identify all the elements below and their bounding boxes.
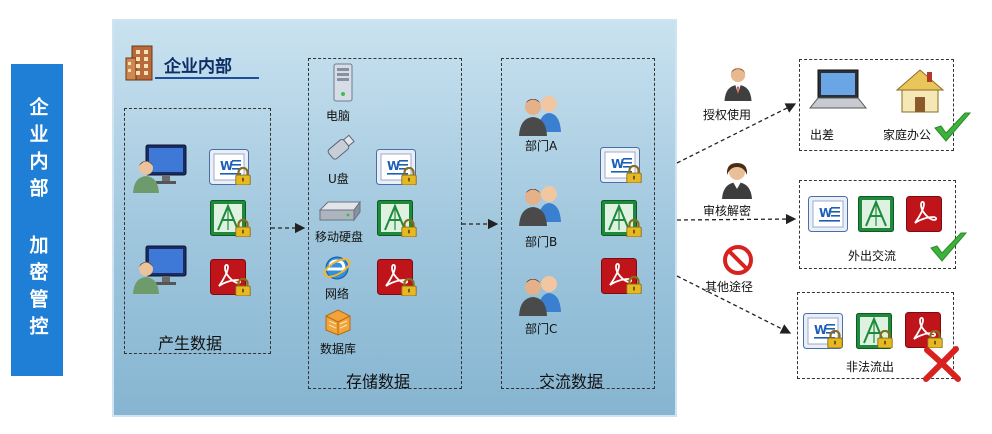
building-icon [125, 45, 153, 81]
department-label: 部门B [525, 235, 558, 249]
output-label: 出差 [810, 128, 835, 142]
forbidden-icon [723, 245, 753, 275]
check-icon [932, 110, 972, 144]
audit-output-box [799, 180, 956, 269]
manager-person-icon [720, 64, 756, 102]
house-icon [895, 69, 945, 113]
output-label: 非法流出 [846, 360, 895, 374]
store-item-label: 电脑 [326, 109, 351, 123]
hard-drive-icon [318, 200, 361, 222]
lock-icon [876, 330, 894, 348]
output-label: 外出交流 [848, 249, 897, 263]
database-icon [325, 309, 351, 336]
laptop-icon [808, 69, 868, 109]
cross-icon [922, 346, 962, 382]
exchange-data-box [501, 58, 655, 389]
word-doc-icon [808, 196, 848, 232]
route-label: 其他途径 [705, 280, 754, 294]
store-item-label: U盘 [328, 172, 349, 186]
sidebar-title: 企业内部 加密管控 [26, 97, 49, 343]
output-label: 家庭办公 [883, 128, 932, 142]
department-label: 部门A [525, 139, 558, 153]
store-data-box [308, 58, 462, 389]
store-item-label: 移动硬盘 [315, 230, 364, 244]
route-label: 授权使用 [703, 108, 752, 122]
store-item-label: 网络 [325, 287, 350, 301]
authorized-output-box [799, 59, 954, 151]
pdf-doc-icon [906, 196, 942, 232]
title-underline [155, 77, 259, 79]
usb-drive-icon [327, 134, 355, 160]
illegal-output-box [797, 292, 954, 379]
reviewer-person-icon [722, 163, 752, 199]
lock-icon [826, 330, 844, 348]
department-label: 部门C [525, 322, 558, 336]
check-icon [928, 230, 968, 264]
server-icon [333, 63, 353, 102]
produce-data-label: 产生数据 [158, 334, 223, 353]
sidebar-title-bar: 企业内部 加密管控 [11, 64, 63, 376]
route-label: 审核解密 [703, 204, 752, 218]
panel-title: 企业内部 [164, 57, 232, 77]
store-data-label: 存储数据 [346, 372, 411, 391]
visio-doc-icon [858, 196, 894, 232]
store-item-label: 数据库 [320, 342, 357, 356]
ie-globe-icon [323, 256, 351, 280]
exchange-data-label: 交流数据 [539, 372, 604, 391]
produce-data-box [124, 108, 271, 354]
